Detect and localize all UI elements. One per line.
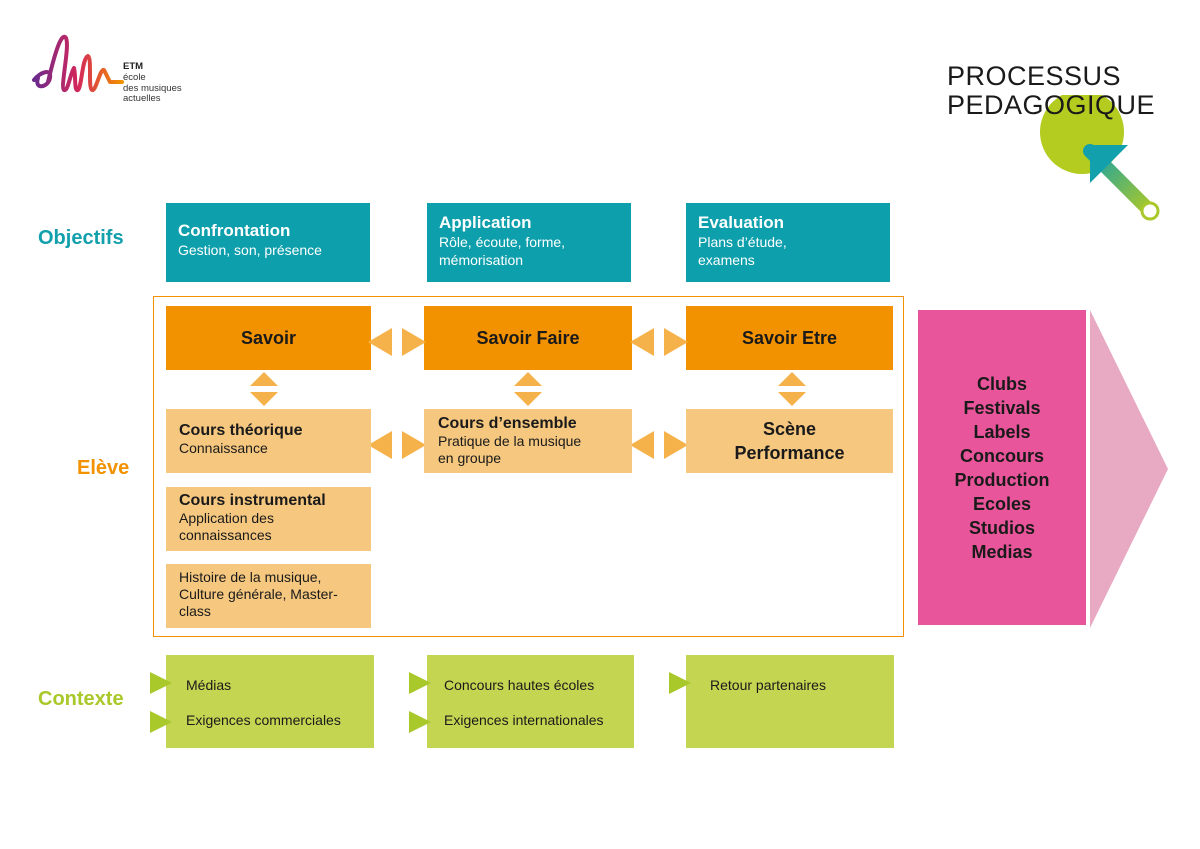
cours-instrumental-box: Cours instrumental Application des conna…	[166, 487, 371, 551]
label-objectifs: Objectifs	[38, 227, 124, 249]
contexte-item: Concours hautes écoles	[444, 677, 595, 693]
objectif-confrontation: Confrontation Gestion, son, présence	[166, 203, 370, 282]
cours-desc: Pratique de la musique en groupe	[438, 433, 582, 466]
debouche-item: Concours	[959, 445, 1044, 466]
etm-logo	[32, 34, 124, 93]
debouche-item: Festivals	[963, 397, 1041, 418]
contexte-item: Exigences commerciales	[186, 712, 341, 728]
objectif-title: Application	[439, 213, 532, 232]
objectif-application: Application Rôle, écoute, forme, mémoris…	[427, 203, 631, 282]
triangle-bullet-icon	[409, 711, 431, 733]
cours-ensemble-box: Cours d’ensemble Pratique de la musique …	[424, 409, 632, 473]
contexte-box-2: Concours hautes écoles Exigences interna…	[427, 655, 634, 748]
contexte-item: Exigences internationales	[444, 712, 604, 728]
vertical-double-arrow-icon	[778, 372, 806, 406]
histoire-box: Histoire de la musique, Culture générale…	[166, 564, 371, 628]
contexte-item: Médias	[186, 677, 232, 693]
cours-desc: Application des connaissances	[179, 510, 274, 543]
big-arrow-icon	[1090, 310, 1168, 628]
objectif-desc: Gestion, son, présence	[178, 242, 322, 258]
double-arrow-icon	[630, 431, 688, 459]
debouches-box: Clubs Festivals Labels Concours Producti…	[918, 310, 1086, 625]
cours-title: Cours instrumental	[179, 492, 326, 509]
objectif-title: Evaluation	[698, 213, 784, 232]
scene-performance-box: Scène Performance	[686, 409, 893, 473]
cours-title: Cours d’ensemble	[438, 415, 577, 432]
debouche-item: Ecoles	[972, 493, 1032, 514]
cours-title: Cours théorique	[179, 422, 303, 439]
double-arrow-icon	[368, 328, 426, 356]
double-arrow-icon	[630, 328, 688, 356]
objectif-desc: Rôle, écoute, forme, mémorisation	[439, 234, 566, 268]
objectif-title: Confrontation	[178, 221, 291, 240]
label-contexte: Contexte	[38, 688, 124, 710]
double-arrow-icon	[368, 431, 426, 459]
page-title: PROCESSUS PEDAGOGIQUE	[947, 61, 1156, 120]
objectif-evaluation: Evaluation Plans d’étude, examens	[686, 203, 890, 282]
logo-brand: ETM	[123, 61, 144, 72]
savoir-etre-box: Savoir Etre	[686, 306, 893, 370]
debouche-item: Studios	[969, 517, 1035, 538]
histoire-desc: Histoire de la musique, Culture générale…	[179, 569, 338, 619]
contexte-box-1: Médias Exigences commerciales	[166, 655, 374, 748]
triangle-bullet-icon	[150, 711, 172, 733]
contexte-box-3: Retour partenaires	[686, 655, 894, 748]
performance-line: Performance	[734, 443, 845, 463]
debouche-item: Labels	[973, 421, 1031, 442]
debouche-item: Clubs	[976, 373, 1027, 394]
savoir-box: Savoir	[166, 306, 371, 370]
objectif-desc: Plans d’étude, examens	[698, 234, 787, 268]
debouche-item: Medias	[971, 541, 1033, 562]
label-eleve: Elève	[77, 457, 130, 479]
cours-theorique-box: Cours théorique Connaissance	[166, 409, 371, 473]
contexte-item: Retour partenaires	[710, 677, 826, 693]
triangle-bullet-icon	[150, 672, 172, 694]
triangle-bullet-icon	[669, 672, 691, 694]
triangle-bullet-icon	[409, 672, 431, 694]
vertical-double-arrow-icon	[514, 372, 542, 406]
vertical-double-arrow-icon	[250, 372, 278, 406]
scene-line: Scène	[762, 419, 817, 439]
eleve-frame	[153, 296, 904, 637]
cursor-arrow-icon	[1040, 95, 1160, 221]
debouche-item: Production	[954, 469, 1050, 490]
logo-subtitle: école des musiques actuelles	[123, 72, 182, 104]
cours-desc: Connaissance	[179, 440, 268, 456]
savoir-faire-box: Savoir Faire	[424, 306, 632, 370]
